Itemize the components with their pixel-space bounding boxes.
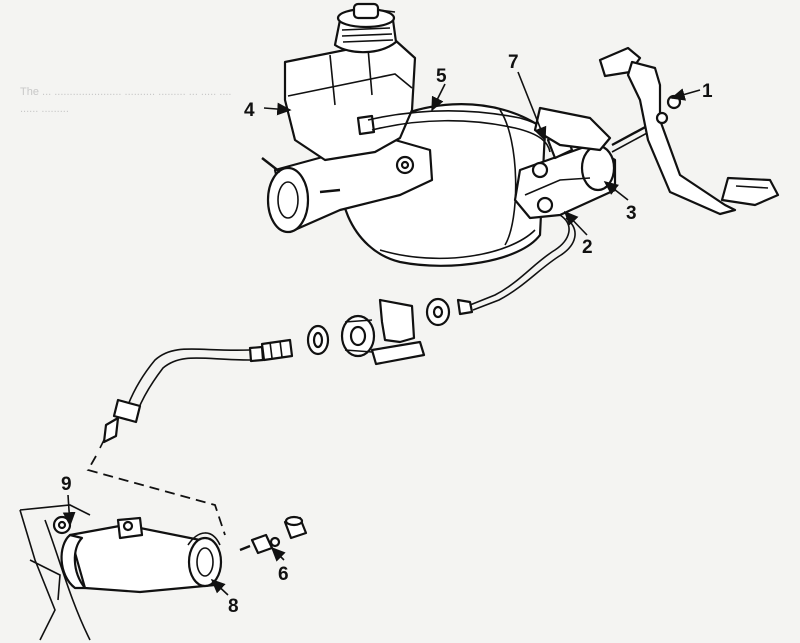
clutch-pedal xyxy=(598,46,780,216)
callout-5-label: 5 xyxy=(436,66,447,87)
bleed-through-line-1: The ... ...................... .........… xyxy=(20,86,232,98)
callout-2: 2 xyxy=(563,210,593,258)
hose-union xyxy=(340,314,376,358)
callout-3-label: 3 xyxy=(626,203,637,224)
slave-cylinder xyxy=(60,516,223,594)
pressure-pipe xyxy=(456,214,576,316)
callout-9: 9 xyxy=(61,474,76,527)
callout-6-label: 6 xyxy=(278,564,289,585)
callout-3: 3 xyxy=(603,181,637,224)
callout-1-label: 1 xyxy=(702,81,713,102)
retaining-clip xyxy=(370,298,426,366)
callout-4-label: 4 xyxy=(244,100,255,121)
bleed-screw xyxy=(239,533,281,555)
clutch-master-cylinder xyxy=(513,106,663,220)
reservoir-cap xyxy=(333,2,398,54)
brake-master-cylinder xyxy=(261,138,434,234)
callout-8: 8 xyxy=(210,578,239,617)
callout-5: 5 xyxy=(431,66,447,112)
bleed-through-line-2: ...... ......... xyxy=(20,103,69,115)
callout-7-label: 7 xyxy=(508,52,519,73)
callout-1: 1 xyxy=(670,81,713,102)
callout-8-label: 8 xyxy=(228,596,239,617)
gearbox-housing xyxy=(19,504,91,641)
o-ring xyxy=(306,324,330,356)
bleed-dust-cap xyxy=(283,515,308,540)
callout-6: 6 xyxy=(270,546,289,585)
routing-dashed-line xyxy=(86,455,226,536)
callout-4: 4 xyxy=(244,100,292,121)
fluid-reservoir xyxy=(283,2,417,162)
callout-7: 7 xyxy=(508,52,547,142)
callout-2-label: 2 xyxy=(582,237,593,258)
seal-washer xyxy=(425,297,451,327)
flexible-hose xyxy=(99,338,294,449)
callout-9-label: 9 xyxy=(61,474,72,495)
